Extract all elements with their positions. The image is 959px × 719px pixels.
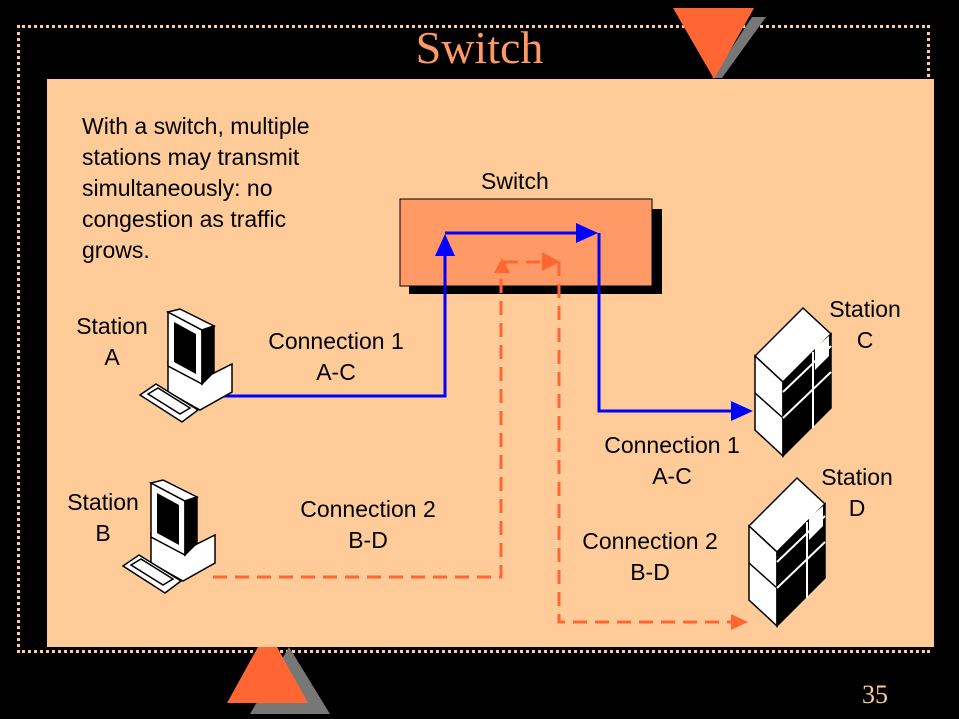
station-id: C	[856, 327, 874, 353]
station-a-label: Station A	[62, 311, 162, 373]
triangle-up-icon	[227, 647, 308, 703]
connection-2-label-left: Connection 2 B-D	[278, 494, 458, 556]
station-b-label: Station B	[53, 487, 153, 549]
server-tower-icon	[747, 476, 827, 628]
switch-label: Switch	[481, 168, 549, 194]
switch-box	[399, 198, 653, 287]
connection-1-label-left: Connection 1 A-C	[246, 326, 426, 388]
connection-name: Connection 2	[582, 528, 718, 554]
connection-pair: A-C	[652, 463, 692, 489]
connection-2-label-right: Connection 2 B-D	[560, 526, 740, 588]
desktop-computer-icon	[138, 308, 233, 423]
desktop-computer-icon	[121, 479, 216, 594]
station-name: Station	[67, 489, 139, 515]
description-line: simultaneously: no	[82, 175, 273, 201]
triangle-shadow-top	[712, 17, 766, 78]
connection-name: Connection 2	[300, 496, 436, 522]
connection-name: Connection 1	[268, 328, 404, 354]
slide-title: Switch	[415, 22, 544, 73]
station-d-label: Station D	[807, 462, 907, 524]
connection-pair: A-C	[316, 359, 356, 385]
connection-2-path	[213, 252, 748, 630]
description-line: grows.	[82, 237, 150, 263]
server-tower-icon	[753, 306, 833, 458]
description-line: stations may transmit	[82, 144, 300, 170]
station-name: Station	[76, 313, 148, 339]
station-c-label: Station C	[815, 294, 915, 356]
station-name: Station	[829, 296, 901, 322]
station-id: B	[95, 520, 111, 546]
connection-name: Connection 1	[604, 432, 740, 458]
triangle-down-icon	[673, 8, 754, 79]
connection-pair: B-D	[348, 527, 388, 553]
station-id: A	[104, 344, 120, 370]
station-id: D	[848, 495, 866, 521]
description-text: With a switch, multiple stations may tra…	[82, 111, 310, 266]
description-line: congestion as traffic	[82, 206, 287, 232]
connection-1-path	[215, 223, 753, 421]
description-line: With a switch, multiple	[82, 113, 310, 139]
page-number: 35	[862, 680, 888, 709]
connection-pair: B-D	[630, 559, 670, 585]
station-name: Station	[821, 464, 893, 490]
connection-1-label-right: Connection 1 A-C	[582, 430, 762, 492]
